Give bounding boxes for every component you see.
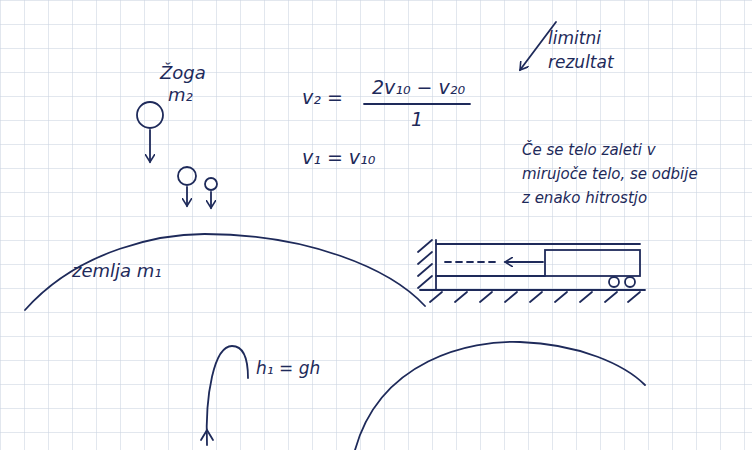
note: limitni rezultat	[548, 26, 638, 74]
mass-symbol: m₂	[168, 84, 193, 106]
earth-shape: zemlja m₁	[20, 228, 430, 328]
formula-numerator: 2v₁₀ − v₂₀	[372, 76, 465, 99]
formula-lhs: v₂ =	[302, 86, 343, 109]
formula: h₁ = gh	[256, 358, 320, 378]
formula-denominator: 1	[411, 108, 423, 131]
object-name: Žoga	[160, 62, 206, 84]
node-label: zemlja m₁	[72, 260, 162, 282]
note: Če se telo zaleti v mirujoče telo, se od…	[522, 138, 704, 210]
formula: v₁ = v₁₀	[302, 146, 375, 169]
